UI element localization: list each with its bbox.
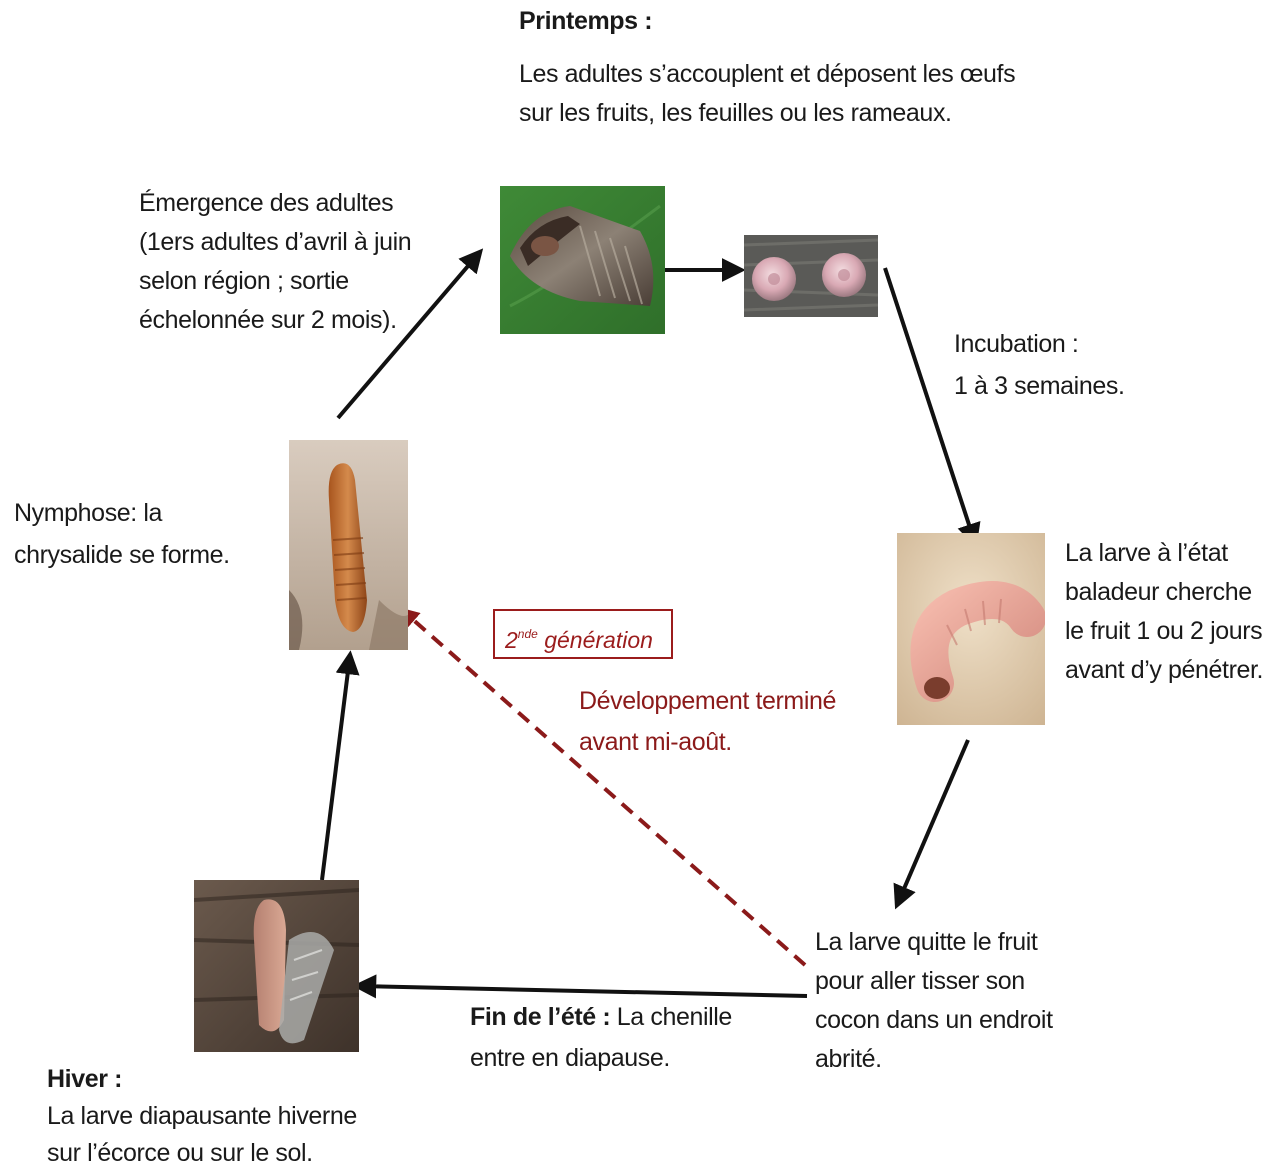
spring-text: Printemps : Les adultes s’accouplent et … bbox=[519, 2, 1015, 133]
second-generation-text: génération bbox=[538, 627, 653, 653]
arrow-cocoon-to-chrysalis bbox=[322, 655, 350, 880]
leaves-fruit-line-4: abrité. bbox=[815, 1040, 1053, 1079]
end-summer-bold: Fin de l’été : bbox=[470, 1003, 610, 1031]
emergence-line-4: échelonnée sur 2 mois). bbox=[139, 301, 411, 340]
leaves-fruit-text: La larve quitte le fruit pour aller tiss… bbox=[815, 923, 1053, 1079]
nymphose-text: Nymphose: la chrysalide se forme. bbox=[14, 492, 230, 576]
wandering-larva-line-1: La larve à l’état bbox=[1065, 534, 1263, 573]
dashed-arrow-second-generation bbox=[402, 610, 805, 965]
winter-line-2: sur l’écorce ou sur le sol. bbox=[47, 1135, 357, 1169]
nymphose-line-1: Nymphose: la bbox=[14, 492, 230, 534]
wandering-larva-line-3: le fruit 1 ou 2 jours bbox=[1065, 612, 1263, 651]
moth-photo bbox=[500, 186, 665, 334]
leaves-fruit-line-1: La larve quitte le fruit bbox=[815, 923, 1053, 962]
wandering-larva-line-2: baladeur cherche bbox=[1065, 573, 1263, 612]
arrow-leaving-to-cocoon bbox=[357, 986, 807, 996]
emergence-line-2: (1ers adultes d’avril à juin bbox=[139, 223, 411, 262]
emergence-line-3: selon région ; sortie bbox=[139, 262, 411, 301]
second-generation-number: 2 bbox=[505, 627, 518, 653]
spring-title: Printemps : bbox=[519, 2, 1015, 41]
wandering-larva-text: La larve à l’état baladeur cherche le fr… bbox=[1065, 534, 1263, 690]
winter-line-1: La larve diapausante hiverne bbox=[47, 1098, 357, 1135]
development-text: Développement terminé avant mi-août. bbox=[579, 681, 836, 763]
chrysalis-photo bbox=[289, 440, 408, 650]
end-summer-line-1: Fin de l’été : La chenille bbox=[470, 997, 732, 1038]
emergence-text: Émergence des adultes (1ers adultes d’av… bbox=[139, 184, 411, 340]
development-line-2: avant mi-août. bbox=[579, 722, 836, 763]
end-summer-text: Fin de l’été : La chenille entre en diap… bbox=[470, 997, 732, 1079]
wandering-larva-line-4: avant d’y pénétrer. bbox=[1065, 651, 1263, 690]
winter-text: Hiver : La larve diapausante hiverne sur… bbox=[47, 1061, 357, 1169]
arrow-larva-to-leaving bbox=[897, 740, 968, 905]
spring-line-2: sur les fruits, les feuilles ou les rame… bbox=[519, 94, 1015, 133]
end-summer-line-2: entre en diapause. bbox=[470, 1038, 732, 1079]
incubation-line-2: 1 à 3 semaines. bbox=[954, 365, 1125, 407]
leaves-fruit-line-2: pour aller tisser son bbox=[815, 962, 1053, 1001]
end-summer-rest: La chenille bbox=[610, 1003, 732, 1031]
nymphose-line-2: chrysalide se forme. bbox=[14, 534, 230, 576]
winter-title: Hiver : bbox=[47, 1061, 357, 1098]
cocoon-photo bbox=[194, 880, 359, 1052]
larva-photo bbox=[897, 533, 1045, 725]
incubation-text: Incubation : 1 à 3 semaines. bbox=[954, 323, 1125, 407]
second-generation-superscript: nde bbox=[518, 627, 538, 641]
incubation-line-1: Incubation : bbox=[954, 323, 1125, 365]
spring-line-1: Les adultes s’accouplent et déposent les… bbox=[519, 55, 1015, 94]
second-generation-label: 2nde génération bbox=[493, 609, 673, 659]
leaves-fruit-line-3: cocon dans un endroit bbox=[815, 1001, 1053, 1040]
eggs-photo bbox=[744, 235, 878, 317]
development-line-1: Développement terminé bbox=[579, 681, 836, 722]
emergence-line-1: Émergence des adultes bbox=[139, 184, 411, 223]
